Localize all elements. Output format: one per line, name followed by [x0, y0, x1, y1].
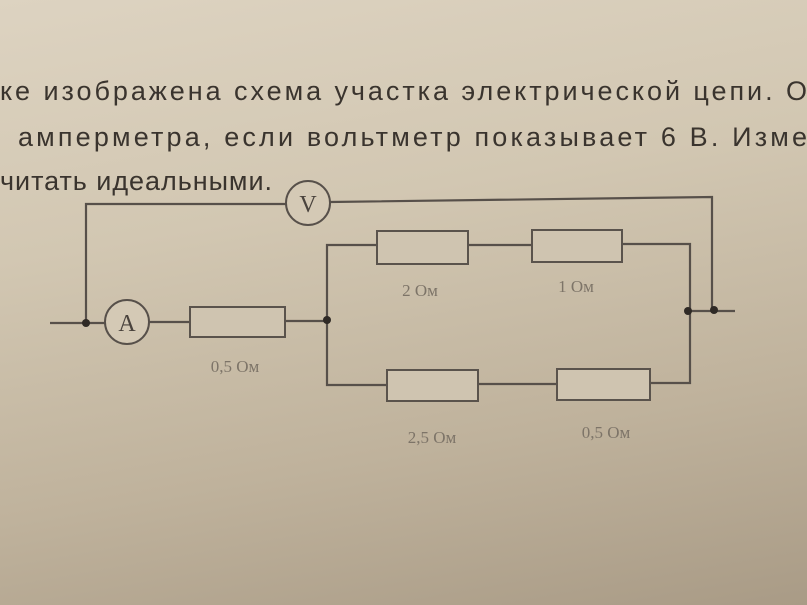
text-line-3: читать идеальными.	[0, 166, 272, 196]
resistor-0-5-ohm	[189, 306, 286, 338]
junction-dot	[323, 316, 331, 324]
right-junction-dot	[684, 307, 692, 315]
voltmeter-label: V	[299, 192, 317, 218]
upper-branch-wire	[325, 242, 692, 320]
ammeter-label: A	[118, 311, 136, 337]
resistor-2-5-ohm	[386, 369, 479, 402]
ammeter: A	[104, 299, 150, 345]
resistor-label: 0,5 Ом	[211, 357, 260, 376]
voltmeter-wire	[84, 195, 714, 323]
resistor-label: 2,5 Ом	[408, 428, 457, 447]
resistor-label: 0,5 Ом	[582, 423, 631, 442]
right-node-dot	[710, 306, 718, 314]
circuit-diagram: A V 0,5 Ом 2 Ом 1 Ом 2,5 Ом 0,5 Ом	[50, 180, 735, 447]
text-line-1: ке изображена схема участка электрическо…	[0, 76, 807, 106]
resistor-0-5-ohm-lower	[556, 368, 651, 401]
resistor-label: 1 Ом	[558, 277, 594, 296]
resistor-1-ohm	[531, 229, 623, 263]
resistor-label: 2 Ом	[402, 281, 438, 300]
lower-branch-wire	[325, 312, 692, 387]
main-wire	[50, 319, 327, 325]
voltmeter: V	[285, 180, 331, 226]
text-line-2: амперметра, если вольтметр показывает 6 …	[18, 122, 807, 152]
resistor-2-ohm	[376, 230, 469, 265]
left-node-dot	[82, 319, 90, 327]
